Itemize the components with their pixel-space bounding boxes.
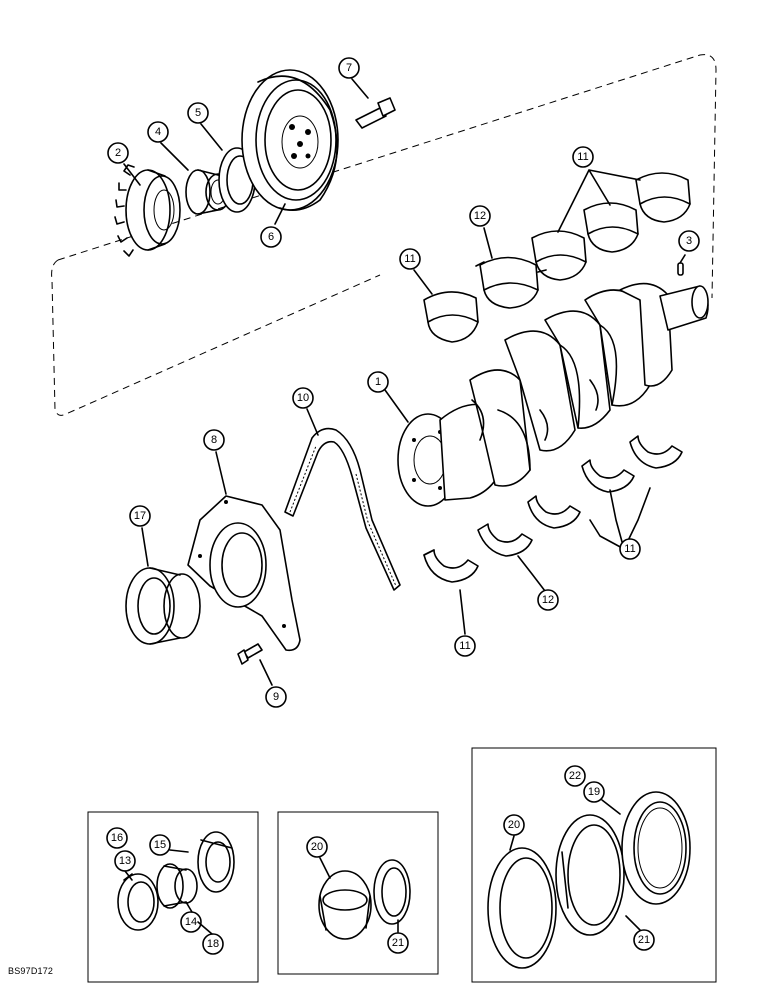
- callout-17: 17: [129, 505, 151, 527]
- main-bearing-lower-3: [581, 459, 635, 493]
- callout-20b: 20: [503, 814, 525, 836]
- svg-text:20: 20: [508, 819, 520, 831]
- svg-text:1: 1: [375, 376, 381, 388]
- svg-text:5: 5: [195, 107, 201, 119]
- pulley-bolt: [355, 97, 396, 129]
- callout-2: 2: [107, 142, 129, 164]
- svg-text:22: 22: [569, 770, 581, 782]
- crankshaft-gear: [114, 164, 181, 257]
- figure-reference-code: BS97D172: [8, 966, 54, 976]
- callout-16: 16: [106, 827, 128, 849]
- main-bearing-lower-2: [527, 495, 581, 529]
- svg-text:12: 12: [474, 210, 486, 222]
- assembly-dashed-outline: [51, 54, 717, 416]
- callout-15: 15: [149, 834, 171, 856]
- svg-text:14: 14: [185, 916, 197, 928]
- svg-text:12: 12: [542, 594, 554, 606]
- thrust-bearing-upper: [475, 256, 547, 309]
- crankshaft-pulley: [241, 69, 339, 211]
- main-bearing-lower-4: [629, 435, 683, 469]
- callout-21a: 21: [387, 932, 409, 954]
- callout-6: 6: [260, 226, 282, 248]
- callout-14: 14: [180, 911, 202, 933]
- main-bearing-lower-1: [423, 549, 479, 583]
- callout-11b: 11: [399, 248, 421, 270]
- callout-20a: 20: [306, 836, 328, 858]
- svg-text:2: 2: [115, 147, 121, 159]
- callout-12a: 12: [469, 205, 491, 227]
- svg-text:11: 11: [577, 151, 588, 163]
- inset-box-3: [471, 747, 717, 983]
- svg-text:4: 4: [155, 126, 161, 138]
- leader-lines: [123, 78, 686, 686]
- callout-22: 22: [564, 765, 586, 787]
- callout-18: 18: [202, 933, 224, 955]
- svg-text:11: 11: [404, 253, 415, 265]
- callout-11a: 11: [572, 146, 594, 168]
- main-bearing-upper-1: [423, 291, 479, 343]
- woodruff-key: [677, 262, 684, 276]
- main-bearing-upper-2: [531, 230, 587, 281]
- svg-text:13: 13: [119, 855, 131, 867]
- housing-bolt: [237, 643, 263, 665]
- rear-cover-gasket: [284, 427, 401, 591]
- callout-11d: 11: [454, 635, 476, 657]
- svg-text:11: 11: [459, 640, 470, 652]
- svg-text:11: 11: [624, 543, 635, 555]
- callout-21b: 21: [633, 929, 655, 951]
- svg-text:20: 20: [311, 841, 323, 853]
- callout-5: 5: [187, 102, 209, 124]
- thrust-bearing-lower: [477, 523, 533, 557]
- svg-text:6: 6: [268, 231, 274, 243]
- svg-text:18: 18: [207, 938, 219, 950]
- inset-box-2: [277, 811, 439, 975]
- crankshaft: [397, 282, 709, 507]
- inset-box-1: [87, 811, 259, 983]
- svg-text:15: 15: [154, 839, 166, 851]
- svg-text:7: 7: [346, 62, 352, 74]
- svg-text:10: 10: [297, 392, 309, 404]
- svg-text:3: 3: [686, 235, 692, 247]
- callout-10: 10: [292, 387, 314, 409]
- callout-8: 8: [203, 429, 225, 451]
- callout-3: 3: [678, 230, 700, 252]
- callout-1: 1: [367, 371, 389, 393]
- svg-text:9: 9: [273, 691, 279, 703]
- svg-text:19: 19: [588, 786, 600, 798]
- callout-9: 9: [265, 686, 287, 708]
- svg-text:21: 21: [638, 934, 650, 946]
- svg-text:8: 8: [211, 434, 217, 446]
- callout-4: 4: [147, 121, 169, 143]
- callout-19: 19: [583, 781, 605, 803]
- callout-13: 13: [114, 850, 136, 872]
- rear-crankshaft-seal: [125, 567, 201, 645]
- svg-text:16: 16: [111, 832, 123, 844]
- main-bearing-upper-4: [635, 172, 691, 223]
- svg-text:17: 17: [134, 510, 146, 522]
- main-bearing-upper-3: [583, 202, 639, 253]
- callout-12b: 12: [537, 589, 559, 611]
- callout-11c: 11: [619, 538, 641, 560]
- callout-7: 7: [338, 57, 360, 79]
- rear-seal-housing: [187, 495, 301, 652]
- svg-text:21: 21: [392, 937, 404, 949]
